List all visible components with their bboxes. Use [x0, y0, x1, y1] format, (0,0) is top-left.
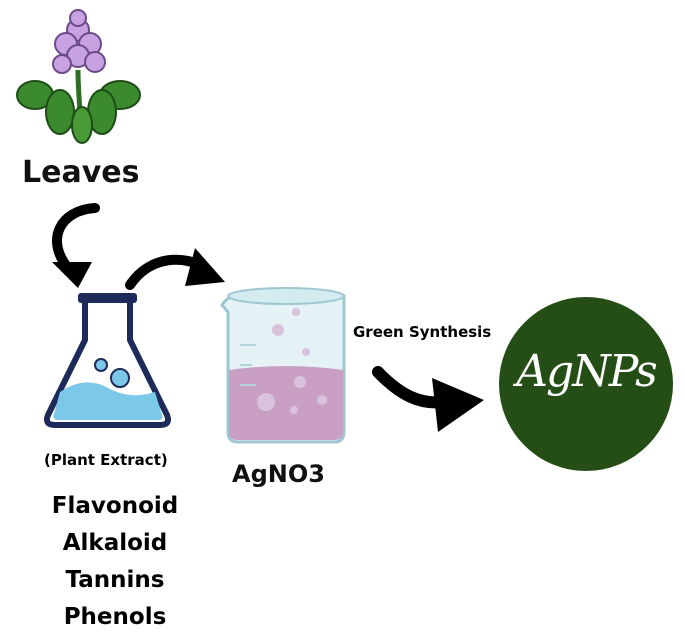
compound-tannins: Tannins	[65, 567, 165, 593]
leaves-label: Leaves	[22, 155, 140, 190]
compound-phenols: Phenols	[63, 604, 167, 630]
green-synthesis-label: Green Synthesis	[353, 323, 492, 341]
compound-flavonoid: Flavonoid	[51, 493, 179, 519]
plant-extract-label: (Plant Extract)	[44, 451, 168, 469]
compound-alkaloid: Alkaloid	[62, 530, 168, 556]
flask-icon	[43, 293, 172, 428]
curved-arrow-icon	[125, 248, 225, 290]
curved-arrow-icon	[52, 203, 100, 288]
agnps-label: AgNPs	[516, 346, 657, 397]
beaker-icon	[220, 287, 346, 444]
plant-icon	[16, 9, 141, 144]
agnps-circle	[499, 297, 673, 471]
curved-arrow-icon	[372, 366, 484, 432]
agno3-label: AgNO3	[232, 460, 325, 488]
compound-list: Flavonoid Alkaloid Tannins Phenols	[40, 488, 190, 636]
